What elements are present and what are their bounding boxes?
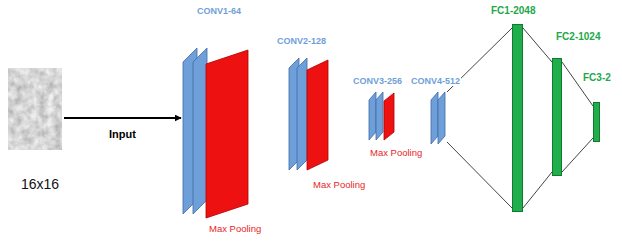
conv-layer-block: CONV2-128Max Pooling <box>289 52 331 174</box>
feature-map-plate <box>193 48 207 214</box>
layer-label: CONV2-128 <box>276 36 327 46</box>
input-arrow <box>64 117 181 119</box>
edge-label: Input <box>107 128 138 141</box>
feature-map-plate <box>369 92 376 140</box>
pooling-plate <box>206 50 248 218</box>
layer-shape <box>369 88 397 144</box>
pooling-label: Max Pooling <box>208 224 262 235</box>
feature-map-plate <box>297 58 307 170</box>
conv-layer-block: CONV1-64Max Pooling <box>183 44 250 222</box>
layer-shape <box>552 58 562 176</box>
layer-connection-lines <box>447 28 512 208</box>
layer-label: CONV4-512 <box>410 76 461 86</box>
layer-shape <box>183 44 250 222</box>
feature-map-plate <box>431 92 438 144</box>
layer-label: CONV3-256 <box>352 76 403 86</box>
layer-label: CONV1-64 <box>196 6 242 16</box>
fc-layer-bar: FC3-2 <box>593 102 600 142</box>
pooling-label: Max Pooling <box>369 148 423 159</box>
pooling-plate <box>307 60 328 170</box>
pooling-plate <box>384 93 394 140</box>
layer-shape <box>431 88 447 146</box>
fc-bar <box>513 25 523 212</box>
layer-shape <box>593 102 600 142</box>
conv-layer-block: CONV3-256Max Pooling <box>369 88 397 144</box>
layer-connection-lines <box>523 28 552 208</box>
layer-label: FC3-2 <box>582 72 612 84</box>
layer-label: FC2-1024 <box>555 31 601 43</box>
fc-layer-bar: FC2-1024 <box>552 58 562 176</box>
layer-label: FC1-2048 <box>490 5 536 17</box>
feature-map-plate <box>438 92 445 144</box>
input-image: 16x16 <box>8 68 62 150</box>
input-patch-image <box>8 68 62 150</box>
image-size-label: 16x16 <box>20 176 60 192</box>
fc-bar <box>553 59 562 176</box>
layer-shape <box>289 52 331 174</box>
fc-layer-bar: FC1-2048 <box>512 24 523 212</box>
pooling-label: Max Pooling <box>312 180 366 191</box>
layer-shape <box>8 68 62 150</box>
conv-layer-block: CONV4-512 <box>431 88 447 146</box>
feature-map-plate <box>376 92 383 140</box>
fc-bar <box>594 103 600 142</box>
layer-shape <box>512 24 523 212</box>
